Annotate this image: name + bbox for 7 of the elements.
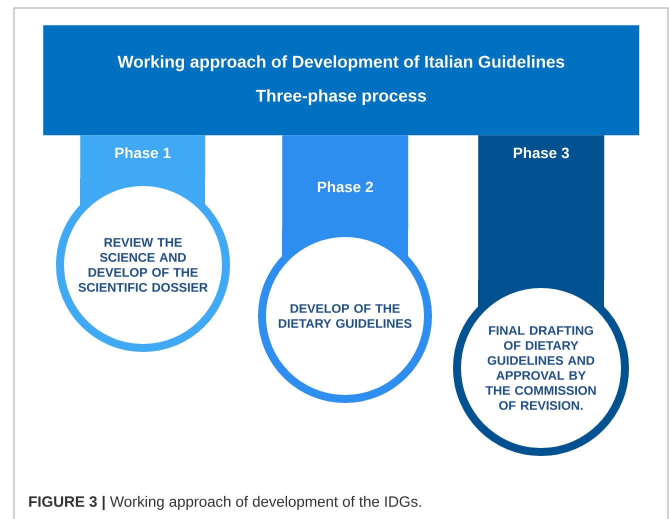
title-banner: Working approach of Development of Italian Guidelines Three-phase process [43, 25, 640, 136]
node-label: Phase 2 [318, 181, 373, 192]
node-label: Phase 3 [514, 147, 569, 158]
phase-band: Phase 1 [80, 135, 206, 178]
node-label: Phase 1 [115, 147, 171, 158]
figure-caption: FIGURE 3 | Working approach of development of the IDGs. [29, 496, 421, 510]
node-label: FINAL DRAFTING OF DIETARY GUIDELINES AND APPROVAL BY THE COMMISSION OF REVISION. [486, 326, 596, 410]
